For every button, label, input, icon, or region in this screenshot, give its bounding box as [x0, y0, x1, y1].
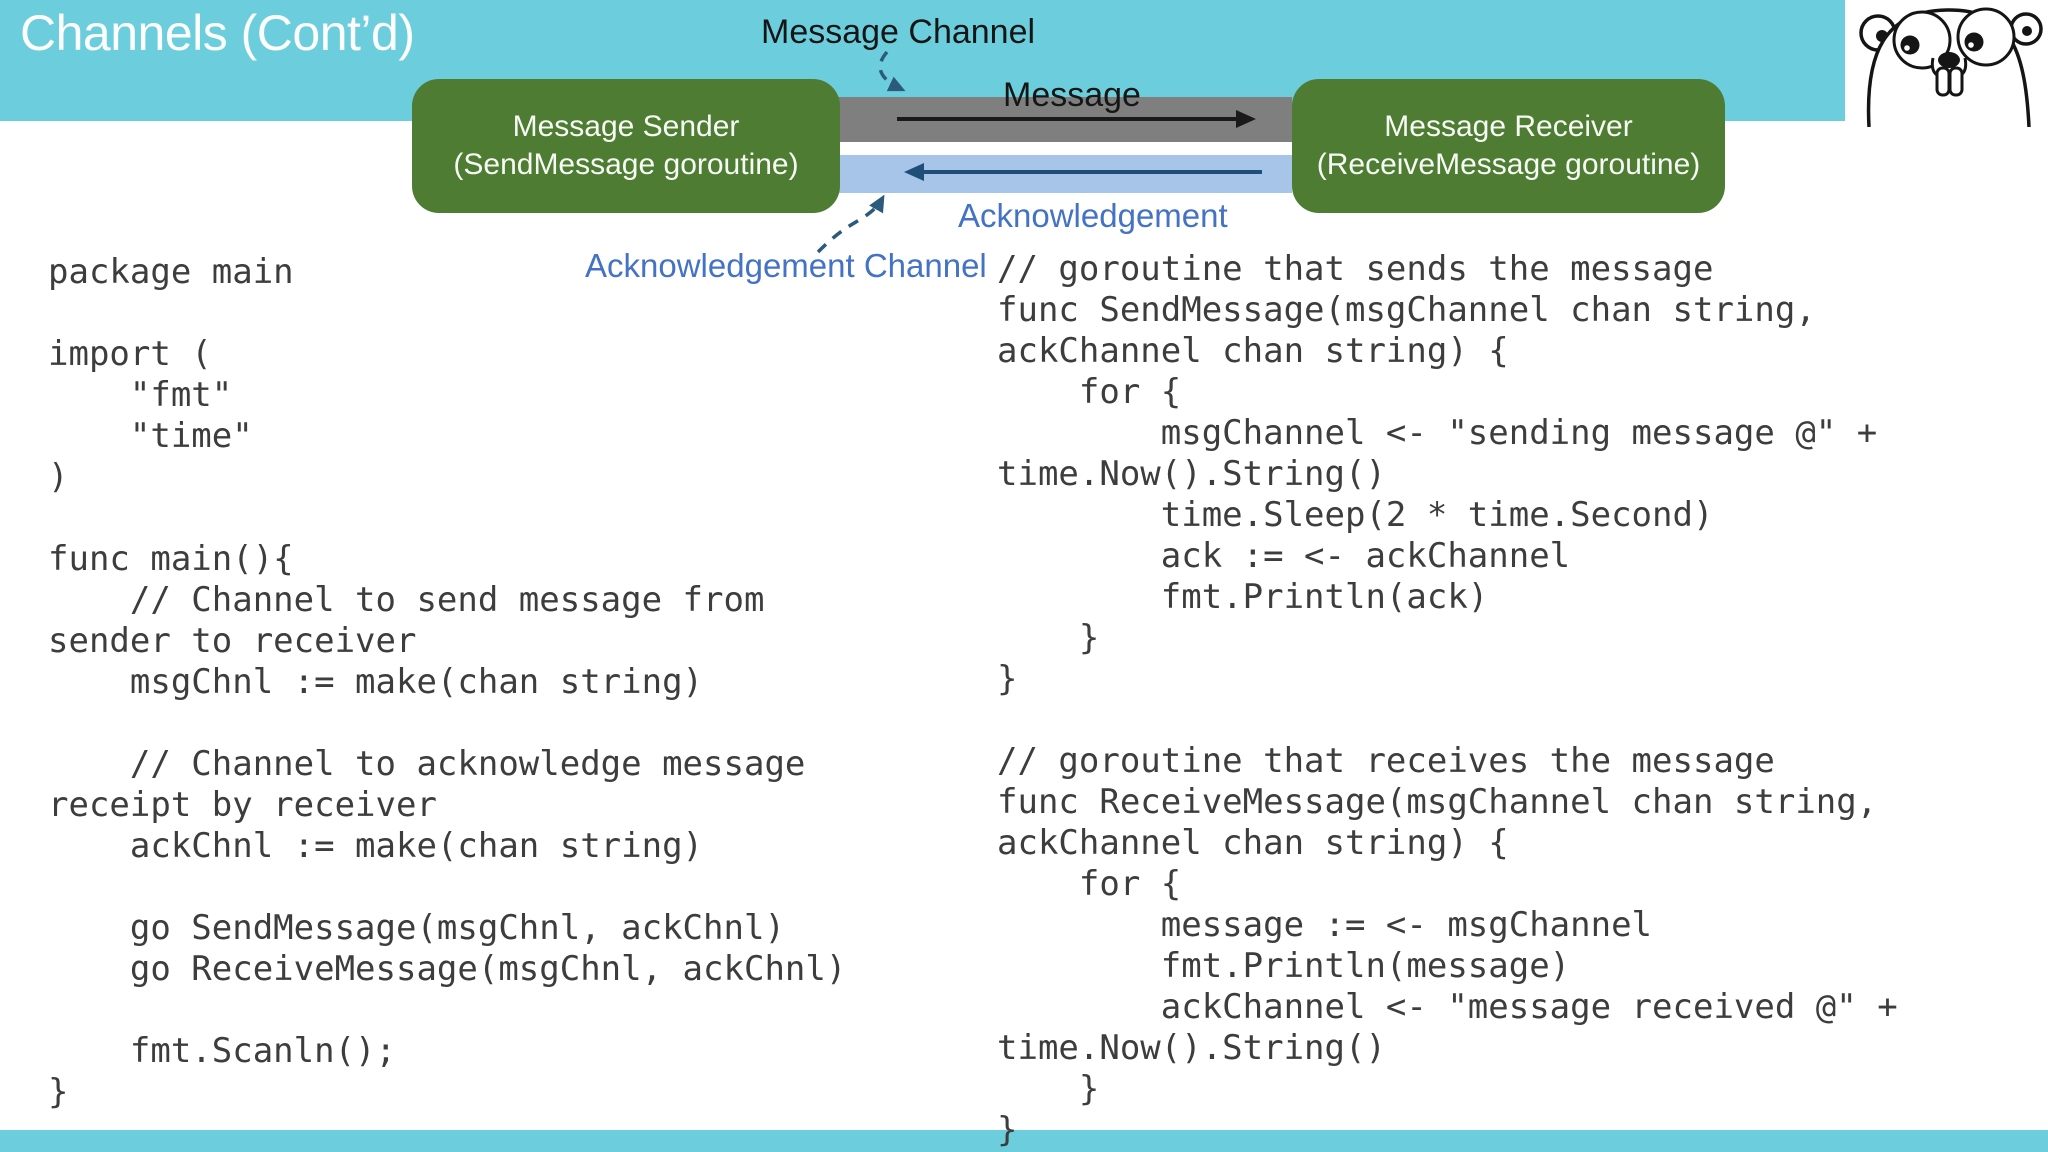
- acknowledgement-label: Acknowledgement: [958, 197, 1228, 234]
- footer-band: [0, 1130, 2048, 1152]
- sender-box-line2: (SendMessage goroutine): [453, 148, 799, 181]
- acknowledgement-channel-bar: [837, 155, 1292, 193]
- go-gopher-logo: [1845, 0, 2048, 128]
- receiver-box-line1: Message Receiver: [1384, 110, 1633, 143]
- message-sender-box: Message Sender (SendMessage goroutine): [412, 79, 840, 213]
- receiver-box-line2: (ReceiveMessage goroutine): [1316, 148, 1701, 181]
- acknowledgement-channel-label: Acknowledgement Channel: [585, 247, 987, 284]
- message-label: Message: [1003, 76, 1141, 114]
- message-channel-label: Message Channel: [761, 13, 1036, 51]
- go-code-goroutines: // goroutine that sends the message func…: [997, 249, 1898, 1150]
- go-gopher-icon: [1859, 7, 2043, 128]
- sender-box-line1: Message Sender: [512, 110, 740, 143]
- go-code-main: package main import ( "fmt" "time" ) fun…: [48, 252, 847, 1112]
- message-receiver-box: Message Receiver (ReceiveMessage gorouti…: [1292, 79, 1725, 213]
- page-title: Channels (Cont’d): [20, 5, 415, 61]
